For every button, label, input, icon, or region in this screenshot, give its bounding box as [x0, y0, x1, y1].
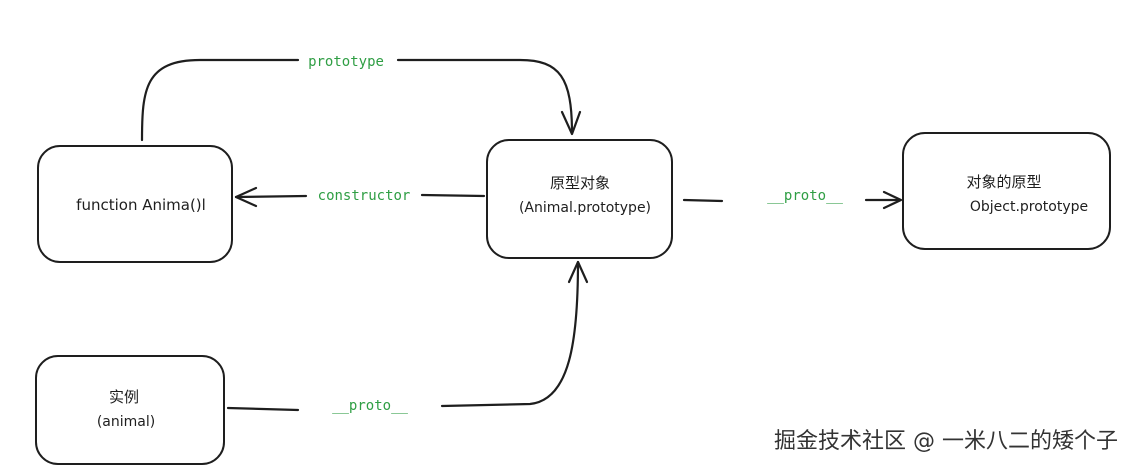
- edge-prototype: prototype: [140, 54, 582, 142]
- edge-constructor: constructor: [234, 186, 486, 208]
- function-node-box: [37, 145, 233, 263]
- instance-subtitle: (animal): [97, 414, 155, 430]
- edge-prototype-line-a: [140, 58, 300, 142]
- function-node: function Anima()l: [37, 145, 233, 263]
- prototype-object-node: 原型对象 (Animal.prototype): [486, 139, 673, 259]
- object-prototype-node: 对象的原型 Object.prototype: [902, 132, 1111, 250]
- edge-proto-object-arrowhead: [882, 190, 903, 210]
- edge-constructor-line-b: [234, 194, 308, 199]
- edge-prototype-label: prototype: [308, 54, 384, 70]
- function-node-label: function Anima()l: [76, 196, 206, 214]
- edge-constructor-arrowhead: [234, 186, 258, 208]
- object-prototype-subtitle: Object.prototype: [970, 199, 1088, 215]
- instance-title: 实例: [109, 388, 139, 406]
- prototype-object-node-box: [486, 139, 673, 259]
- edge-constructor-line-a: [420, 193, 486, 198]
- object-prototype-title: 对象的原型: [966, 173, 1041, 191]
- edge-proto-instance-arrowhead: [567, 260, 589, 284]
- edge-proto-instance: __proto__: [226, 260, 589, 414]
- edge-prototype-line-b: [396, 58, 574, 135]
- edge-proto-object: __proto__: [682, 188, 903, 210]
- object-prototype-node-box: [902, 132, 1111, 250]
- edge-proto-instance-line-a: [226, 406, 300, 412]
- prototype-object-subtitle: (Animal.prototype): [519, 200, 651, 216]
- edge-prototype-arrowhead: [560, 110, 582, 136]
- edge-proto-instance-label: __proto__: [332, 398, 408, 414]
- edge-proto-object-line-a: [682, 198, 724, 203]
- prototype-object-title: 原型对象: [550, 174, 610, 192]
- edge-proto-instance-line-b: [440, 260, 580, 408]
- instance-node-box: [35, 355, 225, 465]
- edge-proto-object-label: __proto__: [767, 188, 843, 204]
- instance-node: 实例 (animal): [35, 355, 225, 465]
- watermark-text: 掘金技术社区 @ 一米八二的矮个子: [774, 429, 1118, 454]
- edge-constructor-label: constructor: [318, 188, 411, 204]
